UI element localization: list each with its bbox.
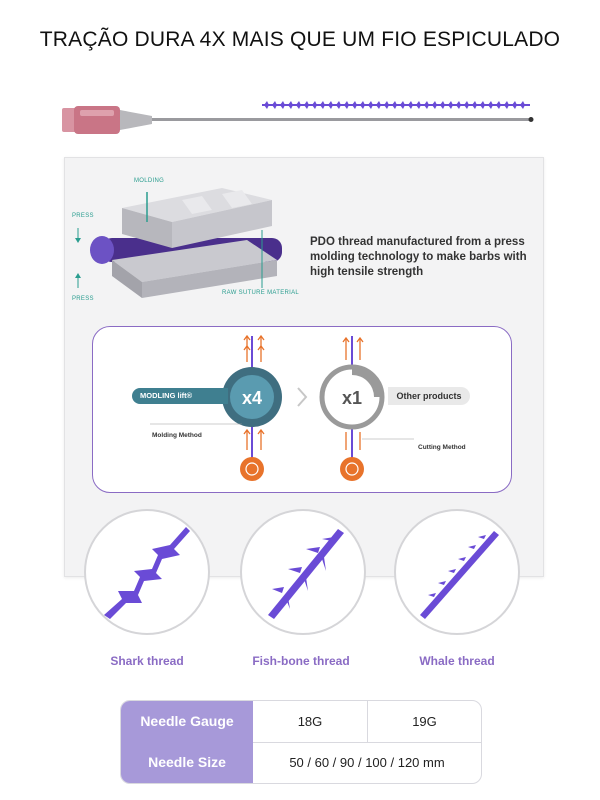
other-products-label: Other products [388,387,470,405]
fish-bone-thread-icon [240,509,366,635]
needle-size-row: Needle Size 50 / 60 / 90 / 100 / 120 mm [121,742,481,783]
needle-shaft [152,118,530,121]
raw-suture-label: RAW SUTURE MATERIAL [222,290,300,296]
gauge-value-19g: 19G [412,714,437,729]
brand-label: MODLING lift® [132,388,228,404]
brand-multiplier: x4 [242,388,262,408]
cutting-method-label: Cutting Method [418,444,466,451]
molding-diagram [75,188,282,298]
shark-thread-label: Shark thread [110,654,184,668]
needle-gauge-header: Needle Gauge [121,701,253,742]
whale-thread-label: Whale thread [419,654,495,668]
needle-size-value: 50 / 60 / 90 / 100 / 120 mm [289,755,445,770]
whale-thread-icon [394,509,520,635]
process-description: PDO thread manufactured from a press mol… [310,236,527,278]
needle-thread [262,101,530,109]
molding-method-label: Molding Method [152,432,202,439]
needle-spec-table: Needle Gauge 18G 19G Needle Size 50 / 60… [120,700,482,784]
needle-hub-cap [62,108,76,132]
shark-thread-icon [84,509,210,635]
thread-rod-end [90,236,114,264]
strength-comparison-graphic: x4 x1 [150,334,414,481]
other-multiplier: x1 [342,388,362,408]
molding-label: MOLDING [134,178,165,184]
molding-method-disc [240,457,264,481]
cutting-method-disc [340,457,364,481]
needle-size-header: Needle Size [121,742,253,783]
headline: TRAÇÃO DURA 4X MAIS QUE UM FIO ESPICULAD… [39,28,561,51]
strength-comparison-box [92,326,512,493]
needle-with-thread-illustration [62,101,534,134]
fish-bone-thread-label: Fish-bone thread [252,654,350,668]
press-top-label: PRESS [72,213,94,219]
needle-hub-neck [120,110,152,130]
needle-gauge-row: Needle Gauge 18G 19G [121,701,481,743]
gauge-value-18g: 18G [253,701,368,742]
chevron-right-icon [297,387,308,407]
press-bottom-label: PRESS [72,296,94,302]
